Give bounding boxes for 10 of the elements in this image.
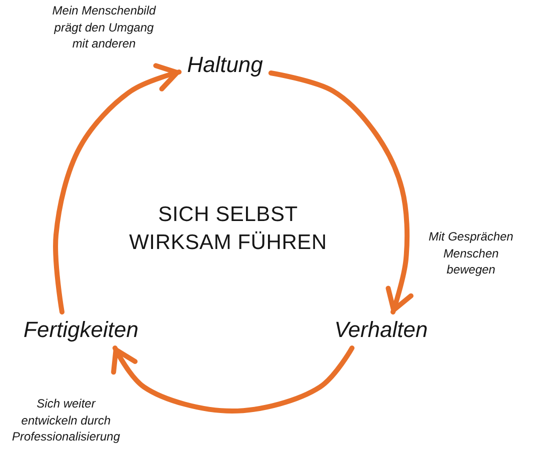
center-title: SICH SELBST WIRKSAM FÜHREN — [128, 202, 328, 256]
curved-arrow — [53, 63, 182, 314]
stage-label: Haltung — [179, 47, 271, 83]
curved-arrow — [111, 346, 354, 414]
curved-arrow — [268, 70, 414, 314]
annotation-text: Mein Menschenbild prägt den Umgang mit anderen — [51, 2, 157, 52]
stage-label: Verhalten — [326, 312, 436, 348]
stage-label: Fertigkeiten — [16, 312, 146, 348]
annotation-text: Mit Gesprächen Menschen bewegen — [428, 228, 514, 278]
annotation-text: Sich weiter entwickeln durch Professionalisierung — [10, 395, 122, 445]
